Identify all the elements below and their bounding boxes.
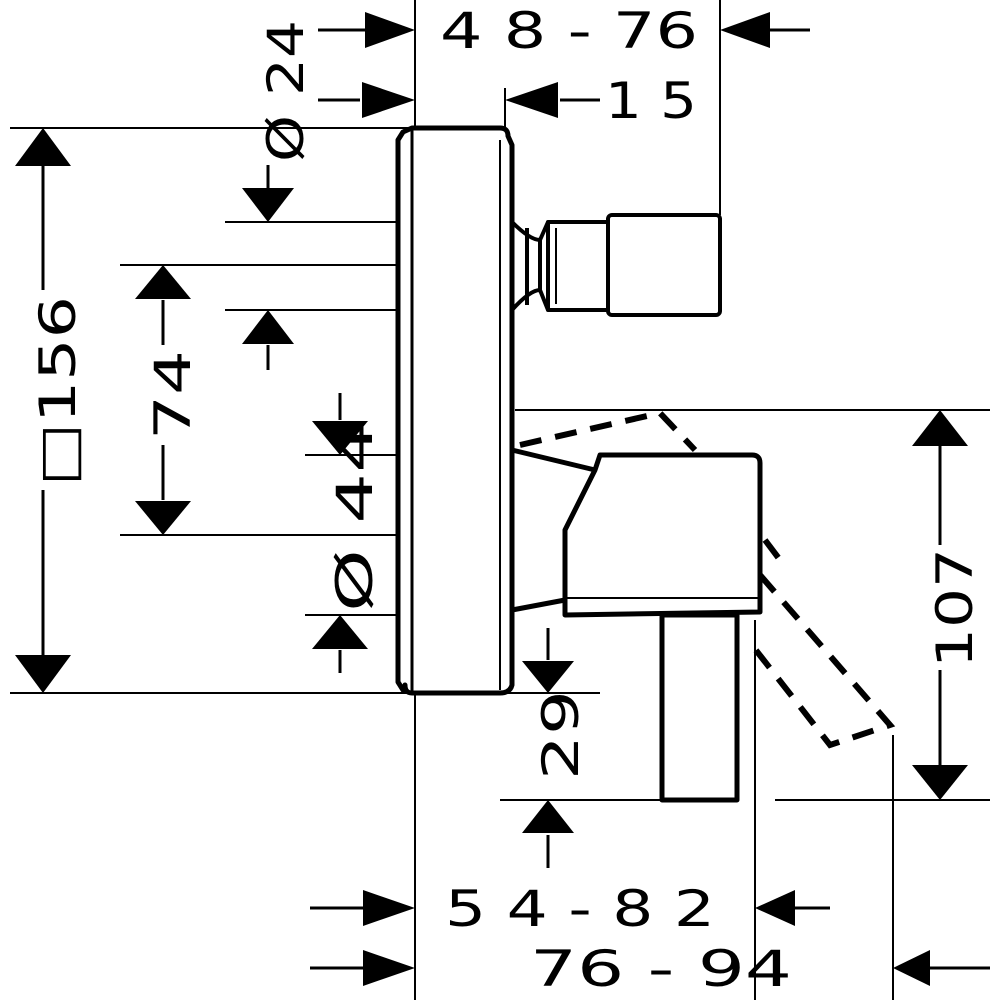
dim-bottom-width-1: 5 4 - 8 2 (445, 880, 715, 938)
extension-lines (10, 0, 990, 1000)
dim-height-107: 107 (926, 548, 984, 668)
dimension-lines (41, 28, 990, 970)
lever-body (509, 447, 763, 803)
diverter-knob (510, 213, 722, 317)
dimension-texts: 4 8 - 76 1 5 Ø 24 □156 74 Ø 44 29 107 5 … (29, 2, 984, 998)
dim-bottom-width-2: 76 - 94 (530, 940, 792, 998)
dim-spout-offset: 1 5 (605, 72, 697, 130)
alternate-position-dashed (519, 409, 896, 749)
dim-diameter-top: Ø 24 (257, 20, 315, 162)
dim-depth-29: 29 (532, 690, 590, 780)
dim-spacing-74: 74 (144, 350, 202, 440)
dim-top-width: 4 8 - 76 (440, 2, 698, 60)
dim-diameter-44: Ø 44 (326, 422, 384, 612)
arrowheads (15, 12, 968, 986)
cover-plate (395, 125, 515, 696)
dim-square-size: □156 (29, 296, 87, 486)
